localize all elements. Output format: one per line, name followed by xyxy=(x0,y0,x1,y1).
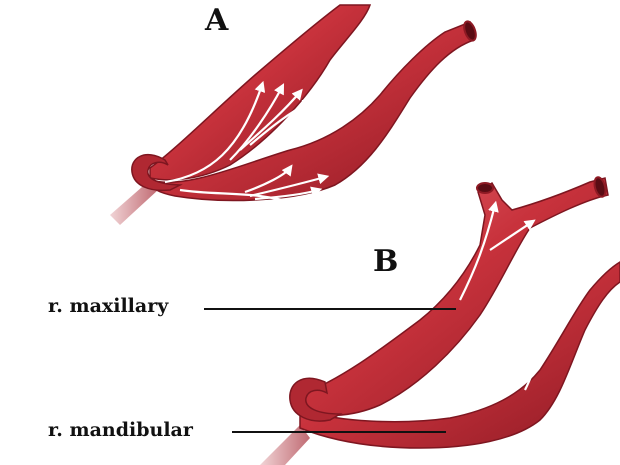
panel-a-flow-arrow xyxy=(179,188,305,209)
panel-a-vessels xyxy=(110,4,477,225)
panel-a-curl xyxy=(131,154,183,192)
panel-b-flow-arrow xyxy=(489,219,536,251)
panel-b-flow-arrow xyxy=(459,200,499,301)
panel-a-stem xyxy=(110,180,158,225)
panel-b-stem xyxy=(260,425,310,465)
panel-a-flow-arrow xyxy=(249,173,330,198)
panel-b-open-end xyxy=(476,182,494,194)
panel-b-open-end xyxy=(593,176,607,198)
panel-b-label: B xyxy=(373,244,399,279)
panel-a-flow-arrow xyxy=(164,80,266,184)
maxillary-leader-line xyxy=(204,308,456,310)
panel-a-lower-branch xyxy=(149,20,475,202)
panel-a-flow-arrow xyxy=(254,186,323,201)
panel-a-open-end xyxy=(463,20,477,42)
panel-a-flow-arrow xyxy=(229,83,285,161)
panel-b-maxillary-branch xyxy=(299,177,609,417)
maxillary-label: r. maxillary xyxy=(48,295,169,317)
panel-a-label: A xyxy=(205,3,229,38)
mandibular-label: r. mandibular xyxy=(48,419,193,441)
panel-a-flow-arrow xyxy=(244,164,293,194)
panel-a-flow-arrow xyxy=(239,88,303,151)
panel-b-flow-arrow xyxy=(524,331,551,391)
panel-a-flow-arrow xyxy=(249,100,314,146)
panel-b-curl xyxy=(289,377,343,422)
mandibular-leader-line xyxy=(232,431,446,433)
panel-b-vessels xyxy=(260,176,620,465)
